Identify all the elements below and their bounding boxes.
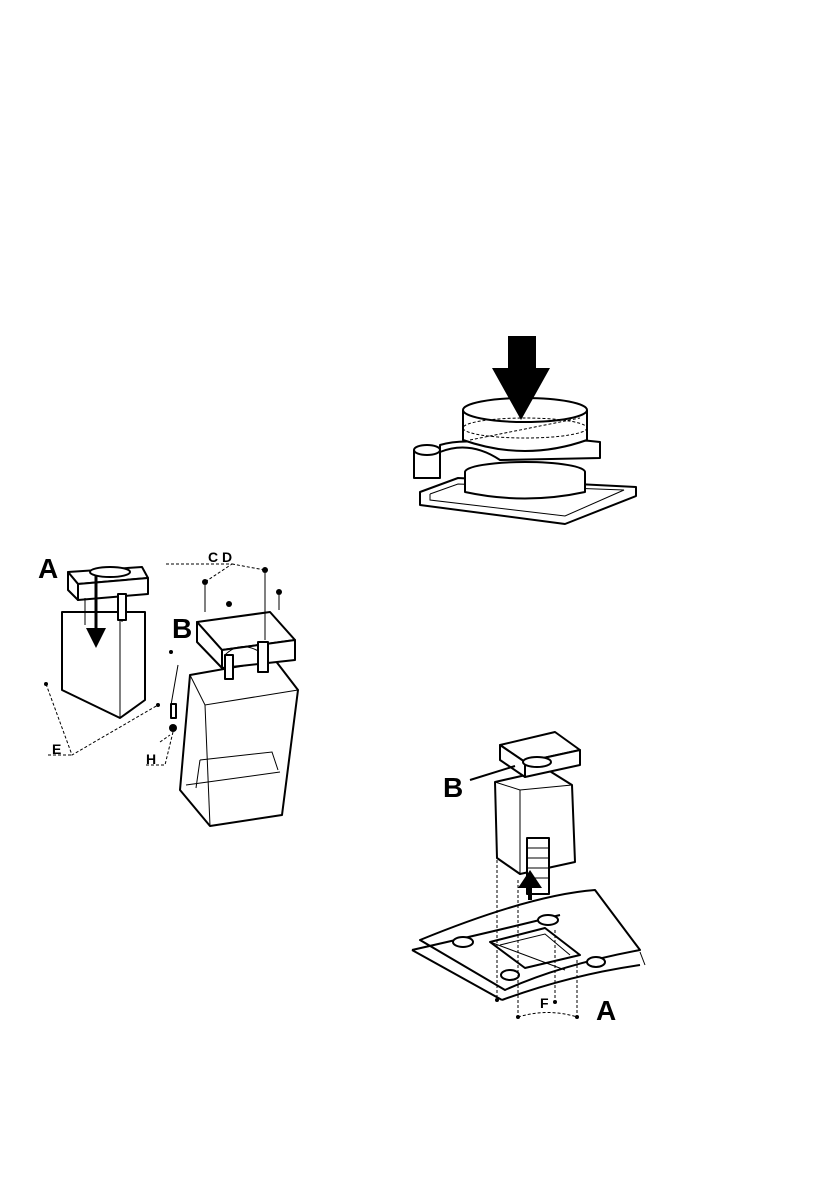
inner-chimney	[62, 612, 145, 718]
label-e: E	[52, 741, 61, 757]
label-cd: C D	[208, 549, 232, 565]
label-h: H	[146, 751, 156, 767]
label-b-right: B	[443, 772, 463, 803]
outer-chimney	[180, 660, 298, 826]
label-b-left: B	[172, 613, 192, 644]
spigot-detail-figure	[414, 336, 636, 524]
screw-h	[171, 704, 176, 718]
label-a-right: A	[596, 995, 616, 1026]
chimney-assembly-figure	[44, 564, 298, 826]
label-a-left: A	[38, 553, 58, 584]
label-f: F	[540, 995, 549, 1011]
